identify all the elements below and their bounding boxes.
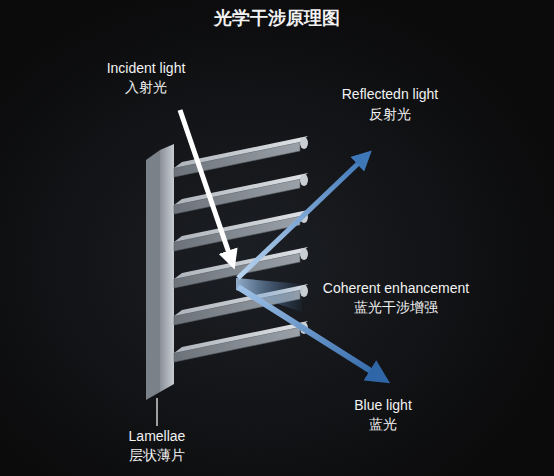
fin-top <box>174 321 308 353</box>
incident-arrow <box>180 110 232 262</box>
callout-label: Reflectedn light <box>342 86 439 103</box>
fin-edge <box>300 174 308 186</box>
fin-edge <box>300 248 308 260</box>
fin-top <box>174 173 308 205</box>
callout-label: 反射光 <box>369 106 411 123</box>
callout-label: 蓝光干涉增强 <box>354 299 438 316</box>
part-label: Lamellae <box>129 428 186 445</box>
plate-side <box>146 150 160 400</box>
fin-edge <box>300 137 308 149</box>
part-label: 层状薄片 <box>129 447 185 464</box>
callout-label: 入射光 <box>125 79 167 96</box>
callout-label: 蓝光 <box>369 416 397 433</box>
reflected-arrow <box>238 156 366 278</box>
callout-label: Coherent enhancement <box>323 280 469 297</box>
callout-label: Blue light <box>354 397 412 414</box>
fin-side <box>174 327 300 362</box>
diagram-title: 光学干涉原理图 <box>214 8 340 30</box>
lamella-fins <box>174 136 308 362</box>
callout-label: Incident light <box>107 60 186 77</box>
leader-line <box>156 398 158 426</box>
fin-side <box>174 179 300 214</box>
plate-front <box>160 144 174 392</box>
fin-top <box>174 210 308 242</box>
